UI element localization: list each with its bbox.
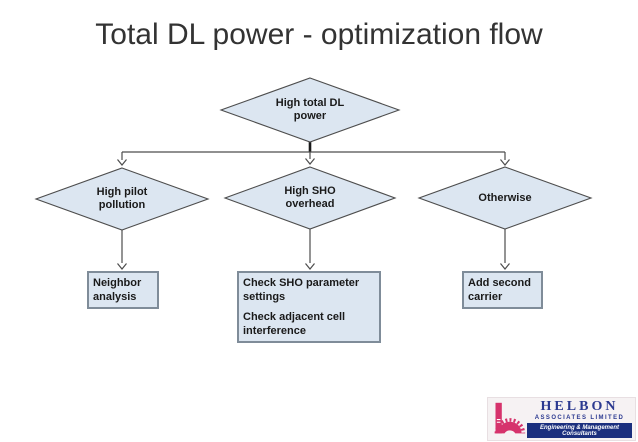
decision-left-shape [34,167,210,231]
arrowhead-right-action [500,263,510,270]
decision-middle-shape [223,166,397,230]
arrowhead-left-decision [117,159,127,166]
arrowhead-middle-action [305,263,315,270]
arch-shape [498,421,522,434]
flowchart-decisions [34,77,593,231]
arrowhead-middle-decision [305,158,315,165]
logo-company-subtitle: ASSOCIATES LIMITED [534,415,625,421]
helbon-logo-text: HELBON ASSOCIATES LIMITED Engineering & … [527,400,632,438]
stem-mark [496,421,501,423]
action-check-sho-parameter: Check SHO parameter settings [243,277,360,303]
h-stem-shape [495,402,502,434]
action-box-check-sho: Check SHO parameter settings Check adjac… [237,271,381,343]
logo-tagline: Engineering & Management Consultants [527,423,632,438]
stem-mark [496,419,501,421]
arrowhead-left-action [117,263,127,270]
decision-left-label: High pilot pollution [96,186,148,211]
decision-right-shape [417,166,593,230]
decision-middle-label: High SHO overhead [284,185,336,210]
action-check-adjacent-cell: Check adjacent cell interference [243,311,346,337]
helbon-logo-icon [494,402,526,434]
action-box-add-second-carrier: Add second carrier [462,271,543,309]
flowchart-connectors [117,142,510,270]
decision-root-label: High total DL power [275,97,345,122]
arrowhead-right-decision [500,159,510,166]
logo-company-name: HELBON [540,399,619,414]
decision-root-shape [219,77,401,143]
helbon-logo: HELBON ASSOCIATES LIMITED Engineering & … [487,397,636,441]
action-box-neighbor-analysis: Neighbor analysis [87,271,159,309]
decision-right-label: Otherwise [478,191,532,204]
slide-title: Total DL power - optimization flow [95,18,543,51]
